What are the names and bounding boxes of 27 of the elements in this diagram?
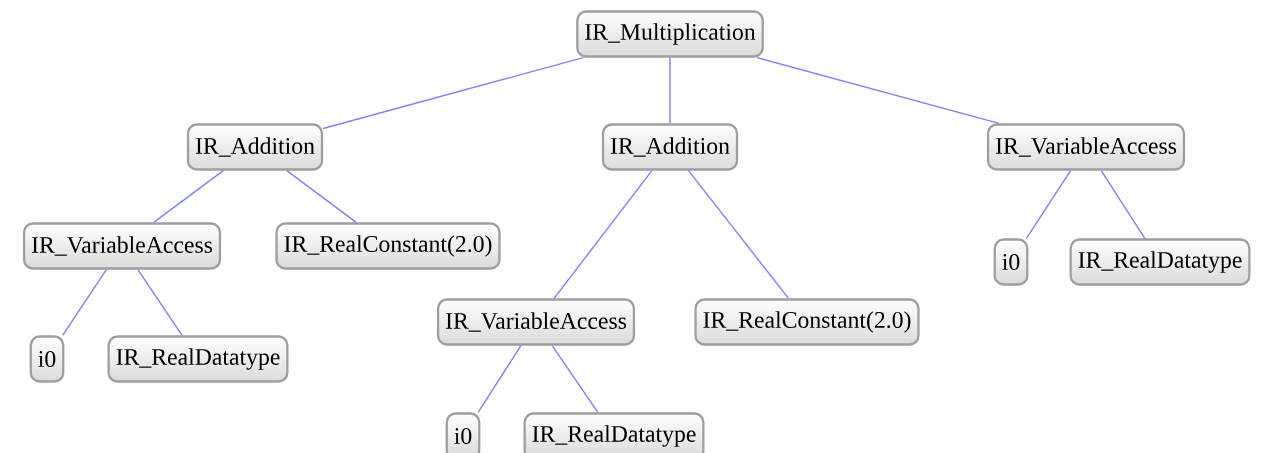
tree-node-box: IR_RealDatatype (1069, 238, 1251, 286)
tree-node-box: IR_Addition (186, 123, 324, 171)
tree-edge (687, 169, 790, 300)
tree-edge (669, 56, 671, 125)
tree-node-box: IR_VariableAccess (986, 123, 1186, 171)
tree-node-box: i0 (445, 412, 481, 453)
tree-edge (477, 344, 522, 414)
tree-node-box: IR_VariableAccess (436, 298, 636, 346)
tree-edge (322, 56, 584, 130)
tree-node-box: IR_RealConstant(2.0) (275, 222, 501, 270)
tree-edge (1025, 169, 1072, 240)
tree-node-box: IR_RealConstant(2.0) (694, 298, 920, 346)
tree-node-box: i0 (993, 238, 1029, 286)
tree-edge (1100, 169, 1146, 240)
tree-node-box: IR_RealDatatype (107, 335, 289, 383)
tree-edge (553, 169, 653, 300)
tree-node-box: i0 (29, 335, 65, 383)
tree-edge (756, 56, 1000, 125)
tree-edge (62, 268, 108, 337)
tree-node-box: IR_VariableAccess (22, 222, 222, 270)
tree-edge (137, 268, 183, 337)
tree-node-box: IR_Multiplication (576, 10, 764, 58)
tree-node-box: IR_RealDatatype (523, 412, 705, 453)
tree-edge (551, 344, 599, 414)
tree-node-box: IR_Addition (601, 123, 739, 171)
tree-edge (286, 169, 357, 224)
tree-edge (153, 169, 224, 224)
